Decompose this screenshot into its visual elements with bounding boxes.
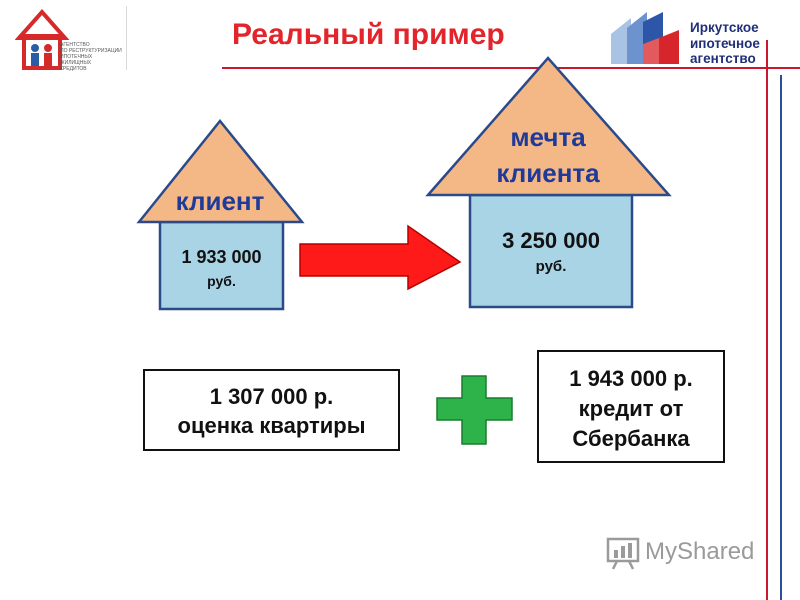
client-roof-label: клиент [175, 186, 265, 216]
agency-logo-house-icon [15, 8, 70, 70]
credit-label-line-2: Сбербанка [572, 426, 690, 451]
header-red-rule [222, 67, 800, 69]
client-amount-unit: руб. [207, 273, 236, 289]
agency-name-line-2: ипотечное [690, 35, 760, 51]
dream-amount: 3 250 000 [502, 228, 600, 253]
credit-label-line-1: кредит от [578, 396, 684, 421]
agency-name-line-3: агентство [690, 51, 756, 66]
apartment-valuation-box: 1 307 000 р. оценка квартиры [143, 369, 400, 451]
client-house-body [158, 220, 285, 311]
agency-name-line-1: Иркутское [690, 20, 759, 35]
right-red-rule [766, 40, 768, 600]
irkutsk-agency-name: Иркутское ипотечное агентство [690, 20, 790, 67]
sberbank-credit-box: 1 943 000 р. кредит от Сбербанка [537, 350, 725, 463]
agency-logo-caption: АГЕНТСТВО ПО РЕСТРУКТУРИЗАЦИИ ИПОТЕЧНЫХ … [60, 42, 122, 72]
myshared-chart-icon [606, 537, 640, 570]
dream-house-roof [425, 56, 672, 197]
irkutsk-agency-logo-icon [611, 12, 679, 64]
apartment-valuation-label: оценка квартиры [177, 413, 366, 438]
dream-amount-unit: руб. [535, 258, 567, 275]
credit-amount: 1 943 000 р. [569, 366, 693, 391]
dream-roof-label-line-2: клиента [496, 158, 600, 188]
myshared-watermark: MyShared [645, 538, 755, 565]
client-amount: 1 933 000 [181, 247, 262, 267]
client-house-roof [136, 119, 305, 224]
page-title: Реальный пример [232, 18, 505, 51]
plus-icon [436, 375, 513, 445]
header-separator [126, 6, 127, 70]
right-arrow-icon [299, 224, 462, 291]
apartment-valuation-amount: 1 307 000 р. [209, 384, 334, 409]
dream-roof-label-line-1: мечта [510, 122, 586, 152]
dream-house-body [468, 193, 634, 309]
right-blue-rule [780, 75, 782, 600]
